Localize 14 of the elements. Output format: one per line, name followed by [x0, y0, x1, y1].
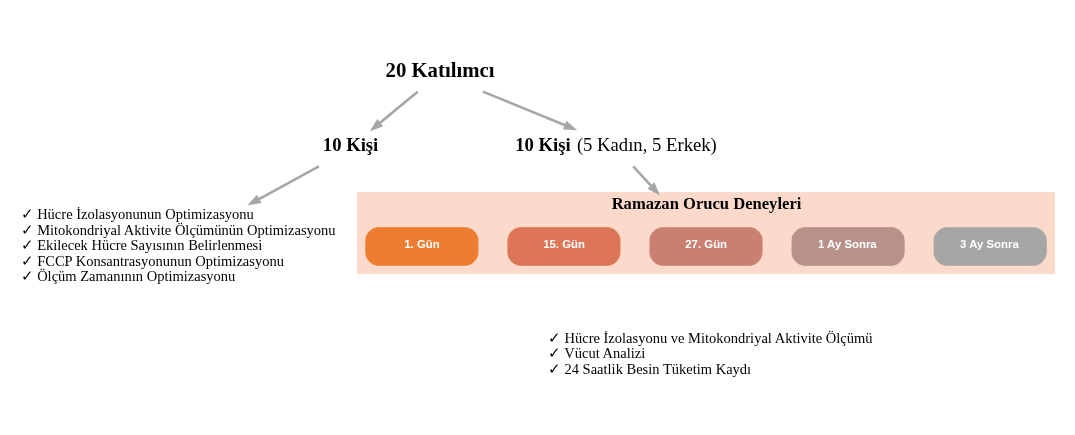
node-box: 1. Gün — [365, 226, 479, 266]
node-text: 10 Kişi (5 Kadın, 5 Erkek) — [515, 133, 717, 155]
node-text: 10 Kişi — [322, 133, 379, 155]
node-text: 20 Katılımcı — [385, 58, 495, 81]
arrow — [482, 89, 578, 130]
arrow — [369, 90, 419, 131]
node-text: ✓ Hücre İzolasyonu ve Mitokondriyal Aktivite Ölçümü ✓ Vücut Analizi ✓ 24 Saatlik Besin Tüketim Kaydı — [547, 329, 873, 377]
node-box: 15. Gün — [507, 226, 621, 266]
node-box: 1 Ay Sonra — [791, 226, 905, 266]
node-box: 27. Gün — [649, 226, 763, 266]
node-text: ✓ Hücre İzolasyonunun Optimizasyonu ✓ Mitokondriyal Aktivite Ölçümünün Optimizasyonu ✓ Ekilecek Hücre Sayısının Belirlenmesi ✓ FCCP Konsantrasyonunun Optimizasyonu ✓ Ölçüm Zamanının Optimizasyonu — [20, 205, 336, 284]
arrow — [632, 164, 660, 195]
arrow — [247, 164, 320, 205]
node-box: 3 Ay Sonra — [933, 226, 1047, 266]
